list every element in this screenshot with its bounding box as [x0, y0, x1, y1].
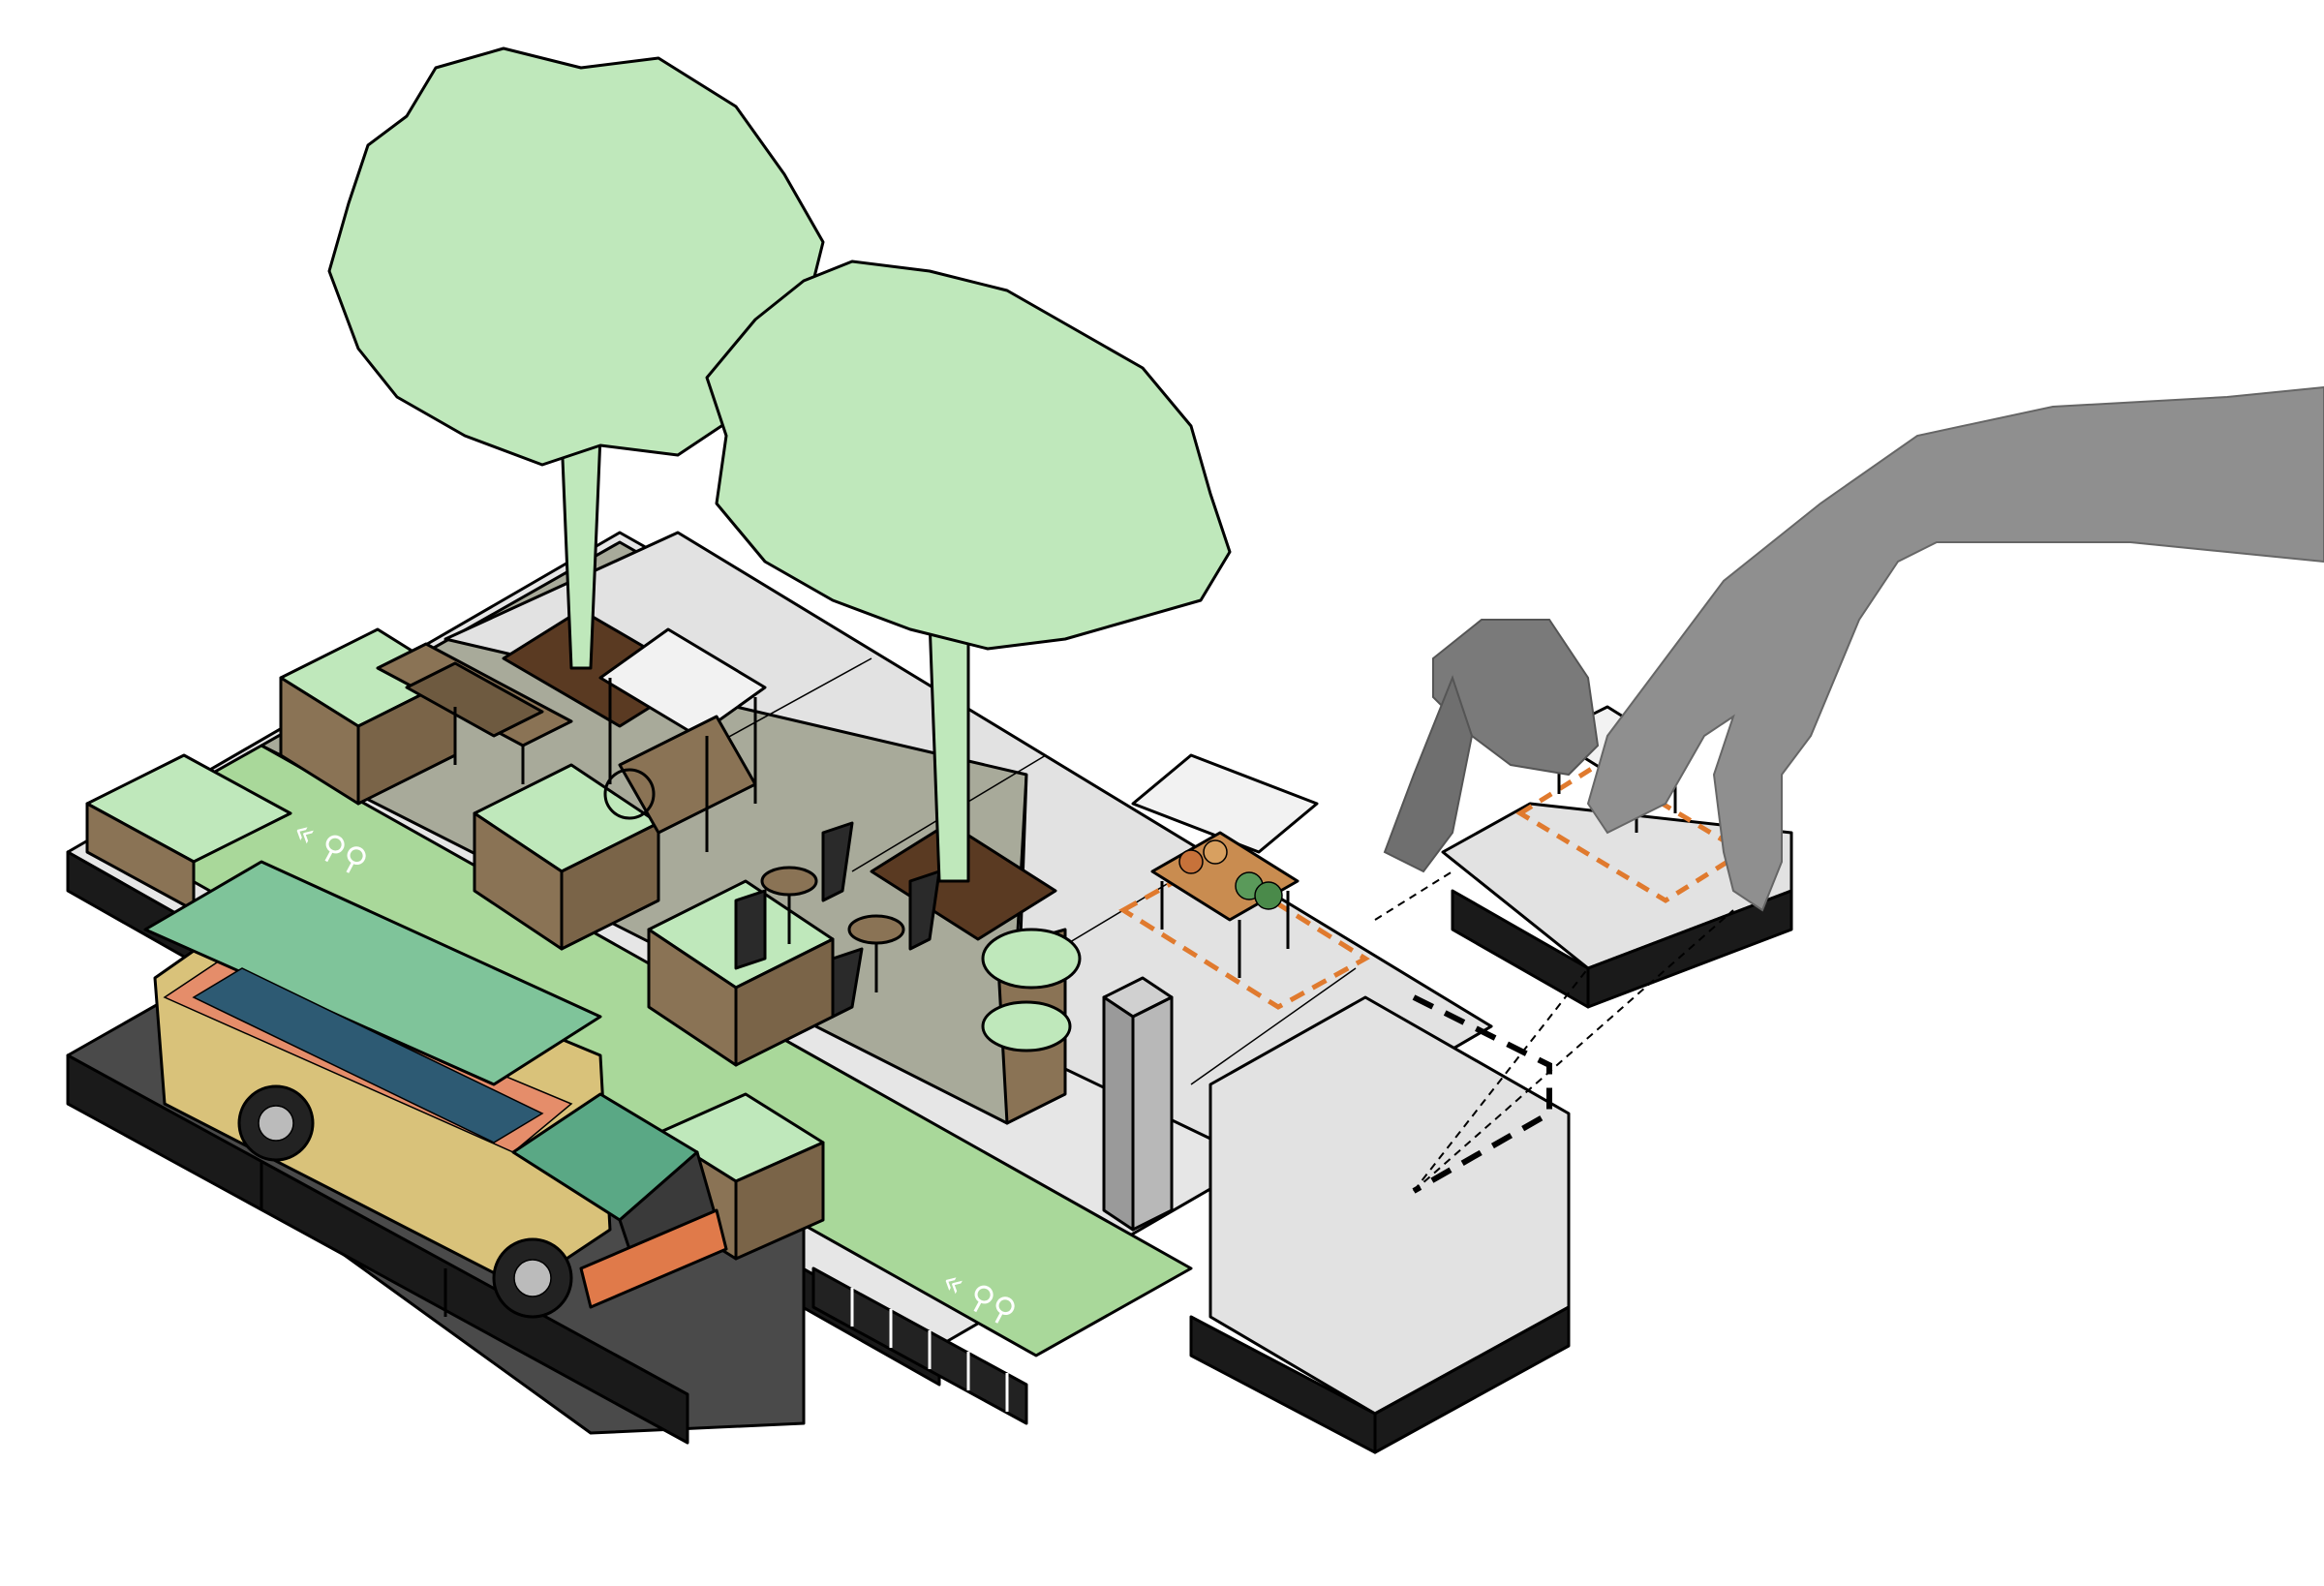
- vendor-cart-icon: [598, 627, 767, 852]
- stall-orange-outline: [1118, 859, 1370, 1010]
- tree-1-canopy: [327, 46, 835, 467]
- planters: [85, 627, 1082, 1261]
- tree-2-canopy: [705, 259, 1232, 651]
- dashed-connector-icon: [1374, 870, 1734, 1194]
- jeepney-icon: [143, 860, 728, 1319]
- module-top: [1441, 802, 1793, 970]
- cafe-chair-2: [908, 869, 941, 951]
- planter-6: [981, 928, 1082, 1125]
- signage-kiosk-icon: [1102, 976, 1174, 1232]
- cafe-chair-1: [821, 821, 854, 902]
- market-stall-icon: [1118, 753, 1370, 1010]
- bench-icon: [376, 642, 573, 784]
- curb-drain-grates: [811, 1266, 1028, 1425]
- jeepney-roof: [143, 860, 602, 1086]
- hand-icon: [1383, 385, 2324, 912]
- road-slab-side: [66, 1053, 689, 1445]
- planter-2: [85, 753, 292, 912]
- cafe-chair-3: [734, 889, 767, 970]
- cafe-table-icon: [734, 821, 941, 1019]
- cafe-chair-4: [831, 947, 864, 1019]
- tree-icon: [327, 46, 1232, 883]
